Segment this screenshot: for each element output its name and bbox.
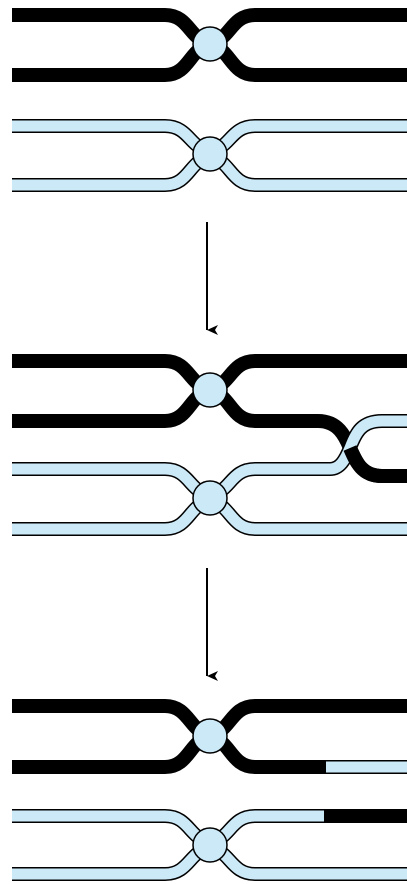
stage-1-before [12, 15, 407, 185]
light-chromosome-stage-3 [12, 816, 407, 874]
centromere-light-stage-3 [193, 828, 227, 862]
centromere-dark-stage-1 [193, 27, 227, 61]
stage-2-crossing-over [12, 361, 407, 529]
centromere-light-stage-1 [193, 137, 227, 171]
light-chromosome-stage-2 [12, 421, 407, 529]
light-chromatid-recombinant-fill-stage-3 [12, 816, 324, 841]
dark-chromatid-crossing-overlay-stage-2 [350, 448, 407, 476]
centromere-dark-stage-2 [193, 373, 227, 407]
dark-chromosome-stage-1 [12, 15, 407, 75]
centromere-light-stage-2 [193, 481, 227, 515]
light-chromosome-stage-1 [12, 126, 407, 185]
dark-chromosome-stage-3 [12, 706, 407, 767]
centromere-dark-stage-3 [193, 719, 227, 753]
stage-3-after [12, 706, 407, 874]
dark-chromatid-recombinant-dark-part-stage-3 [12, 738, 325, 767]
